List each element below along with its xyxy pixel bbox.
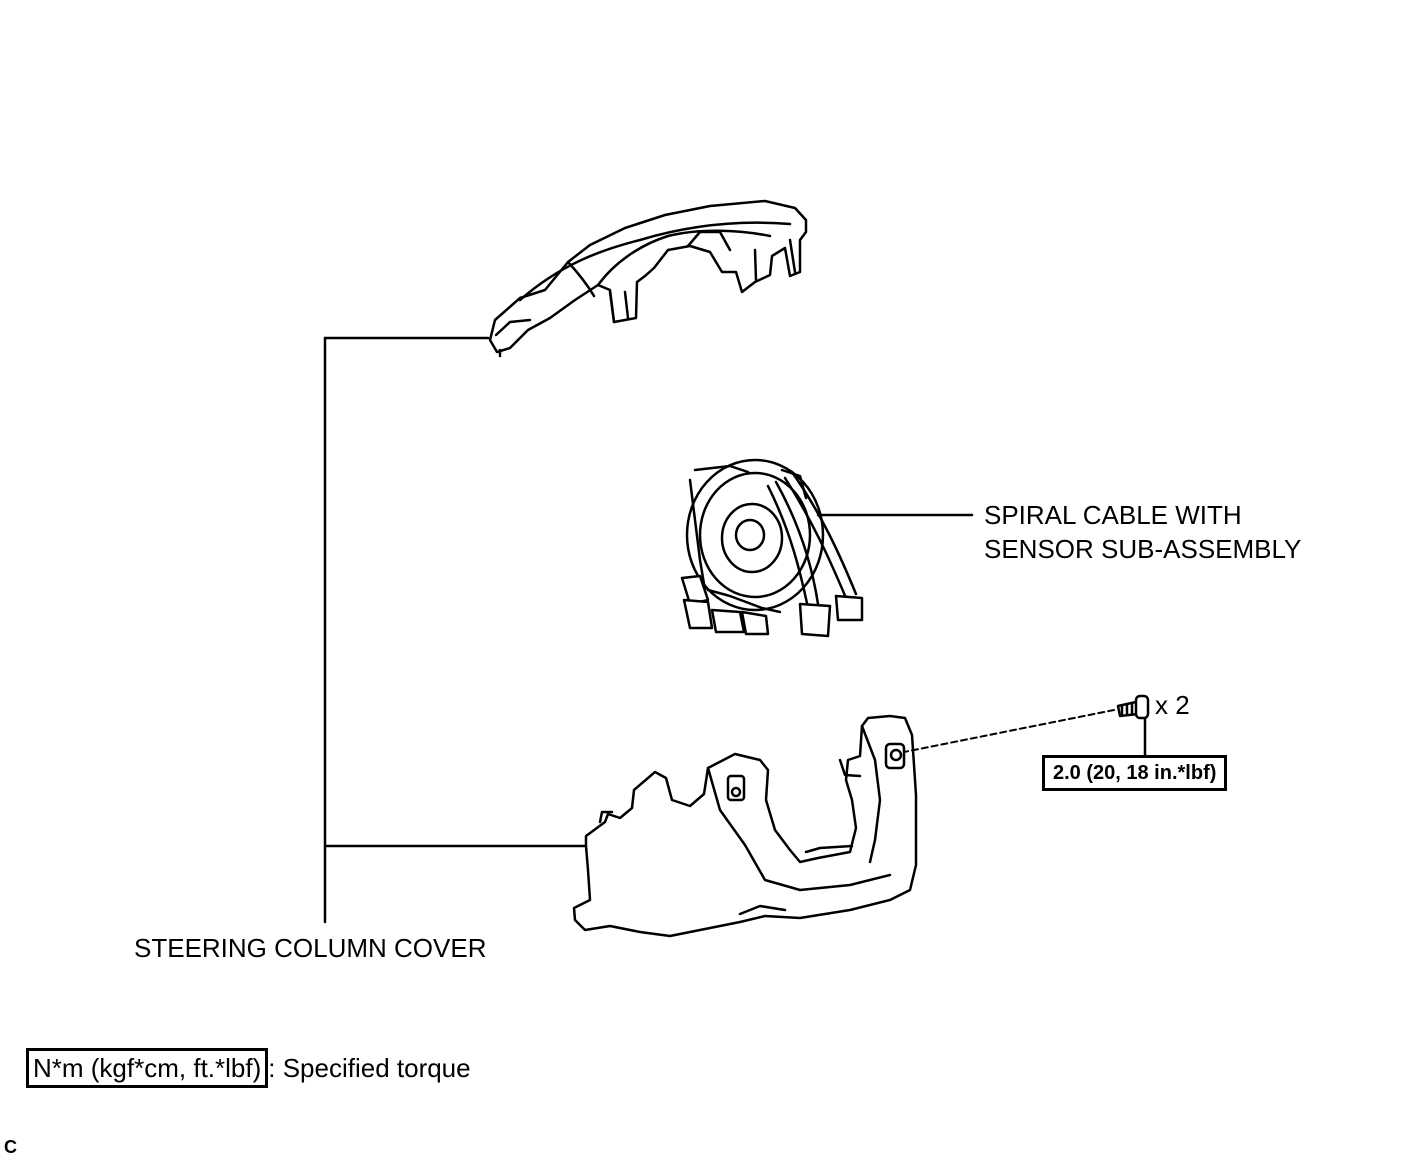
screw-alignment-dashed-line xyxy=(903,709,1115,753)
screw-part xyxy=(1116,694,1150,720)
lower-column-cover-part xyxy=(572,714,918,938)
cover-leader-bracket xyxy=(323,336,590,924)
screw-quantity-label: x 2 xyxy=(1155,690,1190,720)
spiral-cable-part xyxy=(680,458,864,638)
spiral-cable-label-line1: SPIRAL CABLE WITH xyxy=(984,500,1242,530)
torque-legend-unit-box: N*m (kgf*cm, ft.*lbf) xyxy=(26,1048,269,1088)
torque-legend: N*m (kgf*cm, ft.*lbf): Specified torque xyxy=(26,1048,471,1092)
corner-mark: C xyxy=(4,1137,17,1157)
torque-legend-description: : Specified torque xyxy=(268,1053,471,1083)
spiral-cable-label-line2: SENSOR SUB-ASSEMBLY xyxy=(984,534,1302,564)
torque-value-box: 2.0 (20, 18 in.*lbf) xyxy=(1042,755,1228,791)
spiral-cable-label: SPIRAL CABLE WITH SENSOR SUB-ASSEMBLY xyxy=(984,498,1301,566)
steering-column-cover-label: STEERING COLUMN COVER xyxy=(134,933,487,963)
upper-column-cover-part xyxy=(488,199,808,358)
